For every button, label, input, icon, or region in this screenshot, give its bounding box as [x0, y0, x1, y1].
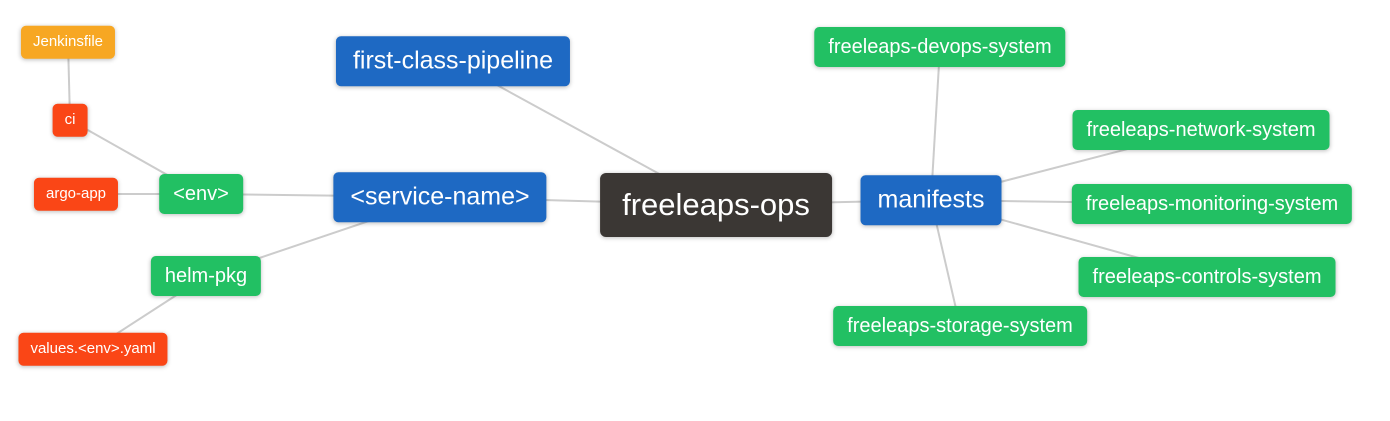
- node-devops-system[interactable]: freeleaps-devops-system: [814, 27, 1066, 67]
- node-controls-system[interactable]: freeleaps-controls-system: [1078, 257, 1336, 297]
- node-first-class-pipeline[interactable]: first-class-pipeline: [335, 36, 571, 86]
- node-helm-pkg[interactable]: helm-pkg: [150, 256, 262, 296]
- node-monitoring-system[interactable]: freeleaps-monitoring-system: [1071, 184, 1353, 224]
- node-argo-app[interactable]: argo-app: [33, 177, 119, 211]
- node-freeleaps-ops[interactable]: freeleaps-ops: [600, 172, 832, 238]
- node-manifests[interactable]: manifests: [860, 175, 1002, 225]
- node-storage-system[interactable]: freeleaps-storage-system: [833, 306, 1087, 346]
- node-network-system[interactable]: freeleaps-network-system: [1072, 110, 1330, 150]
- edge-devops-system-manifests: [930, 46, 941, 201]
- node-ci[interactable]: ci: [52, 103, 88, 137]
- node-service-name[interactable]: <service-name>: [333, 172, 547, 222]
- node-values-env-yaml[interactable]: values.<env>.yaml: [18, 332, 168, 366]
- node-jenkinsfile[interactable]: Jenkinsfile: [20, 25, 116, 59]
- node-env[interactable]: <env>: [159, 174, 243, 214]
